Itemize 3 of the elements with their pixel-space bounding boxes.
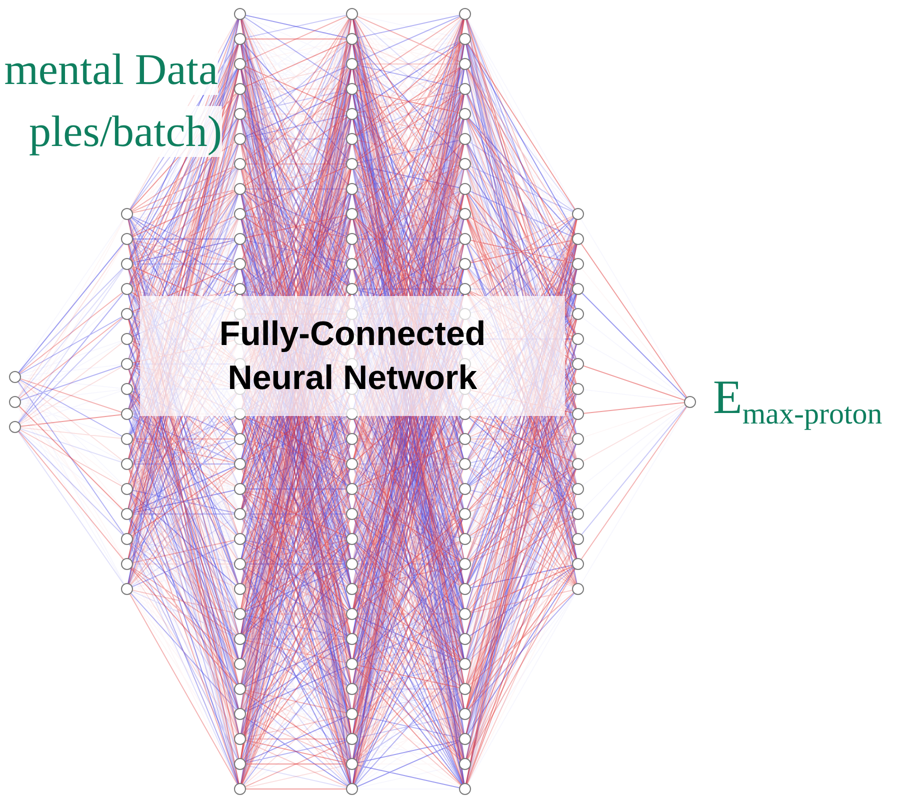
data-caption: ples/batch): [28, 106, 222, 157]
output-label: E$_{max-proton}$: [713, 370, 882, 432]
network-title: Fully-Connected Neural Network: [140, 296, 565, 416]
